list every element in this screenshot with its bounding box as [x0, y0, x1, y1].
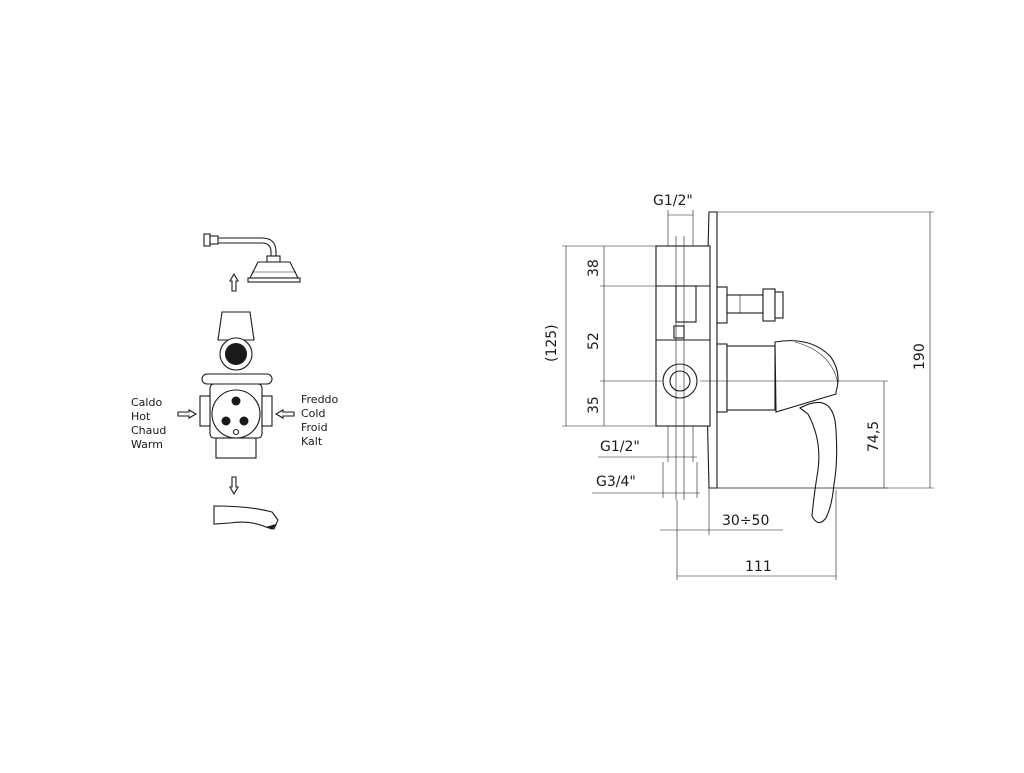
dim-38: 38 — [586, 259, 602, 277]
dim-vertical-stack: 38 52 35 — [586, 245, 662, 427]
dim-g12-bottom-label: G1/2" — [600, 439, 640, 455]
dim-125: (125) — [544, 245, 600, 427]
cold-labels: Freddo Cold Froid Kalt — [301, 393, 339, 448]
diverter-knob — [675, 285, 784, 324]
down-arrow-icon — [229, 476, 239, 496]
hot-label-3: Chaud — [131, 424, 166, 437]
dimension-drawing: G1/2" 38 52 35 (125) 190 — [544, 193, 934, 580]
dim-g12-top: G1/2" — [653, 193, 694, 246]
hot-label-2: Hot — [131, 410, 151, 423]
dim-745-label: 74,5 — [866, 421, 882, 452]
dim-g12-bottom: G1/2" — [598, 426, 697, 462]
dim-190-label: 190 — [912, 343, 928, 370]
up-arrow-icon — [229, 272, 239, 292]
lever-handle — [716, 340, 839, 524]
dim-g34-label: G3/4" — [596, 474, 636, 490]
flow-schematic: Caldo Hot Chaud Warm Freddo Cold Froid K… — [131, 233, 339, 530]
dim-30-50: 30÷50 — [660, 488, 783, 535]
cold-label-3: Froid — [301, 421, 328, 434]
hot-label-1: Caldo — [131, 396, 162, 409]
bath-spout-icon — [213, 505, 279, 530]
dim-30-50-label: 30÷50 — [722, 513, 769, 529]
dim-111: 111 — [676, 490, 837, 580]
hot-label-4: Warm — [131, 438, 163, 451]
dim-g12-top-label: G1/2" — [653, 193, 693, 209]
hot-inlet-arrow-icon — [177, 409, 198, 419]
dim-52: 52 — [586, 332, 602, 350]
hot-labels: Caldo Hot Chaud Warm — [131, 396, 166, 451]
cold-inlet-arrow-icon — [274, 409, 295, 419]
dim-125-label: (125) — [544, 324, 560, 362]
cold-label-4: Kalt — [301, 435, 323, 448]
shower-head-icon — [203, 233, 301, 283]
cold-label-2: Cold — [301, 407, 325, 420]
dim-745: 74,5 — [700, 380, 888, 489]
dim-35: 35 — [586, 396, 602, 414]
cold-label-1: Freddo — [301, 393, 339, 406]
dim-g34: G3/4" — [592, 462, 700, 498]
mixer-valve-icon — [199, 311, 273, 459]
dim-111-label: 111 — [745, 559, 772, 575]
